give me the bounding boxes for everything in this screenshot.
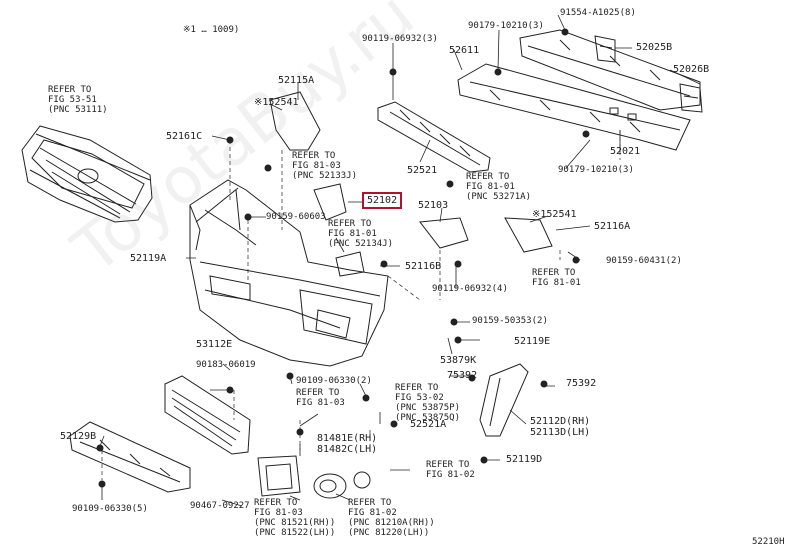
- label-90159-431: 90159-60431(2): [606, 256, 682, 266]
- label-90179-top: 90179-10210(3): [468, 21, 544, 31]
- label-52541-a: ※152541: [254, 97, 299, 108]
- label-52021: 52021: [610, 146, 641, 157]
- side-brackets: [269, 91, 553, 277]
- label-52026b: 52026B: [673, 64, 710, 75]
- fog-lamp: [313, 471, 371, 499]
- refer-8103-c: REFER TO FIG 81-03 (PNC 81521(RH)) (PNC …: [254, 498, 336, 538]
- label-90119-top: 90119-06932(3): [362, 34, 438, 44]
- label-52129b: 52129B: [60, 431, 97, 442]
- upper-retainer: [377, 101, 491, 173]
- label-52119d: 52119D: [506, 454, 543, 465]
- bumper-reinforcement: [457, 63, 691, 151]
- leader-lines: [99, 14, 701, 507]
- refer-8103-a: REFER TO FIG 81-03 (PNC 52133J): [292, 151, 358, 181]
- label-52161c: 52161C: [166, 131, 203, 142]
- bumper-brackets: [594, 35, 703, 113]
- label-53879k: 53879K: [440, 355, 477, 366]
- front-bumper-cover: [189, 179, 389, 367]
- note-top: ※1 … 1009): [183, 25, 240, 35]
- label-53112e: 53112E: [196, 339, 233, 350]
- label-90183: 90183-06019: [196, 360, 256, 370]
- refer-8101-b: REFER TO FIG 81-01 (PNC 52134J): [328, 219, 394, 249]
- lower-spoiler: [69, 421, 191, 493]
- fog-lamp-cover: [257, 455, 301, 497]
- label-81481e: 81481E(RH): [317, 433, 378, 444]
- label-52116b: 52116B: [405, 261, 442, 272]
- radiator-grille: [21, 125, 153, 223]
- label-90109-2: 90109-06330(2): [296, 376, 372, 386]
- highlighted-part-52102[interactable]: 52102: [362, 192, 403, 209]
- refer-8101-c: REFER TO FIG 81-01: [532, 268, 581, 288]
- refer-8102-a: REFER TO FIG 81-02: [426, 460, 475, 480]
- label-52112d: 52112D(RH): [530, 416, 591, 427]
- label-52115a: 52115A: [278, 75, 315, 86]
- label-52611: 52611: [449, 45, 480, 56]
- label-52521: 52521: [407, 165, 438, 176]
- label-52103: 52103: [418, 200, 449, 211]
- label-91554: 91554-A1025(8): [560, 8, 636, 18]
- label-75392-a: 75392: [447, 370, 478, 381]
- label-52119a: 52119A: [130, 253, 167, 264]
- figure-code: 52210H: [752, 537, 785, 547]
- label-52119e: 52119E: [514, 336, 551, 347]
- refer-5302: REFER TO FIG 53-02 (PNC 53875P) (PNC 538…: [395, 383, 461, 423]
- energy-absorber: [519, 29, 701, 111]
- label-90159-603: 90159-60603: [266, 212, 326, 222]
- label-90179-b: 90179-10210(3): [558, 165, 634, 175]
- label-90467: 90467-09227: [190, 501, 250, 511]
- label-90109-5: 90109-06330(5): [72, 504, 148, 514]
- label-52541-b: ※152541: [532, 209, 577, 220]
- refer-8101-a: REFER TO FIG 81-01 (PNC 53271A): [466, 172, 532, 202]
- label-90119-4: 90119-06932(4): [432, 284, 508, 294]
- refer-8102-b: REFER TO FIG 81-02 (PNC 81210A(RH)) (PNC…: [348, 498, 435, 538]
- side-moulding: [479, 363, 529, 437]
- label-90159-503: 90159-50353(2): [472, 316, 548, 326]
- label-75392-b: 75392: [566, 378, 597, 389]
- refer-5311: REFER TO FIG 53-51 (PNC 53111): [48, 85, 108, 115]
- label-81482c: 81482C(LH): [317, 444, 378, 455]
- lower-grille: [164, 375, 251, 455]
- label-52025b: 52025B: [636, 42, 673, 53]
- fasteners: [96, 28, 590, 488]
- refer-8103-b: REFER TO FIG 81-03: [296, 388, 345, 408]
- label-52116a: 52116A: [594, 221, 631, 232]
- label-52113d: 52113D(LH): [530, 427, 591, 438]
- label-52521a: 52521A: [410, 419, 447, 430]
